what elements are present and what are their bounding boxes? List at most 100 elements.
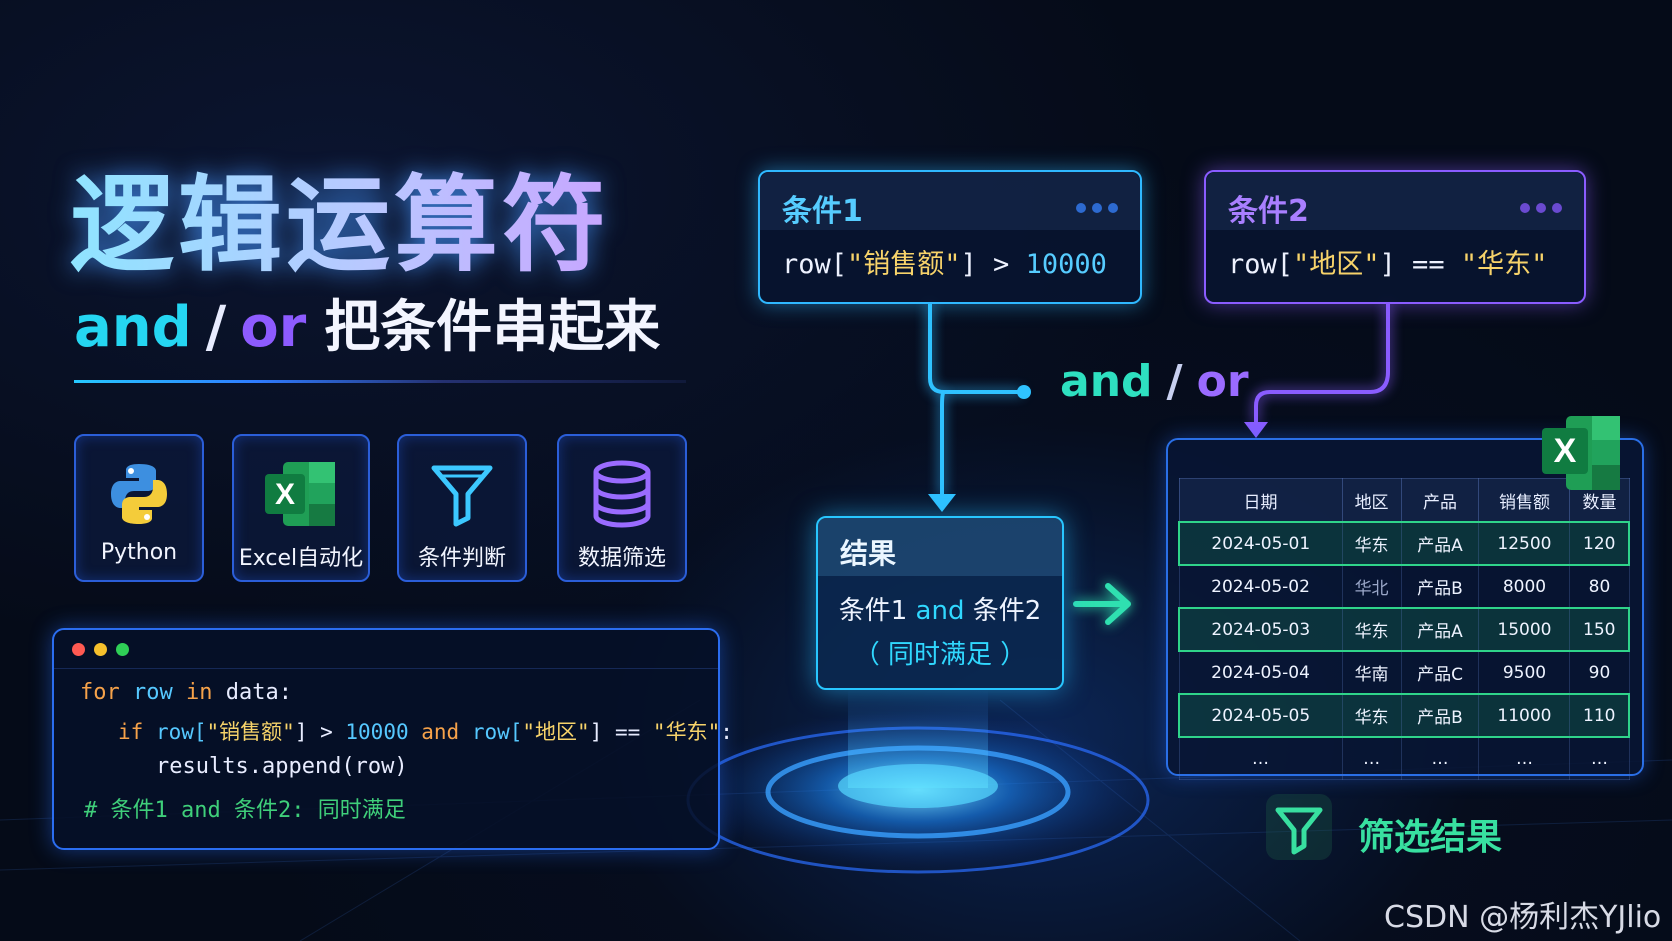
- result-line-2: （ 同时满足 ）: [853, 640, 1027, 670]
- table-cell: 12500: [1478, 521, 1571, 566]
- table-cell: 8000: [1478, 564, 1571, 609]
- title-divider: [74, 380, 686, 383]
- table-cell: 产品B: [1400, 693, 1480, 738]
- table-header-row: 日期 地区 产品 销售额 数量: [1178, 478, 1630, 523]
- svg-text:X: X: [1554, 432, 1577, 470]
- right-arrow-icon: [1073, 583, 1131, 625]
- table-cell: 华东: [1341, 607, 1402, 652]
- subtitle-text: 把条件串起来: [324, 295, 661, 360]
- table-cell: 产品B: [1400, 564, 1480, 609]
- subtitle-slash: /: [205, 295, 227, 360]
- table-cell: 2024-05-03: [1177, 607, 1343, 652]
- minimize-dot-icon: [94, 643, 107, 656]
- table-cell: 华东: [1341, 521, 1402, 566]
- table-cell: 2024-05-02: [1178, 564, 1343, 609]
- python-icon: [111, 464, 167, 524]
- wire-condition1: [928, 302, 1022, 394]
- table-cell: 120: [1569, 521, 1631, 566]
- operator-label: and/or: [1060, 356, 1249, 407]
- database-icon: [593, 460, 651, 528]
- window-dots-icon: [1070, 198, 1118, 217]
- tile-filter: 数据筛选: [557, 434, 687, 582]
- condition2-expression: row["地区"] == "华东": [1228, 249, 1548, 280]
- table-cell: 产品A: [1400, 607, 1480, 652]
- result-line-1: 条件1 and 条件2: [838, 596, 1042, 626]
- condition2-box: 条件2 row["地区"] == "华东": [1204, 170, 1586, 304]
- table-cell: …: [1178, 736, 1343, 780]
- tile-condition: 条件判断: [397, 434, 527, 582]
- down-arrow-icon: [928, 494, 956, 512]
- table-cell: 2024-05-05: [1177, 693, 1343, 738]
- column-header: 销售额: [1478, 478, 1571, 523]
- condition2-title: 条件2: [1228, 194, 1309, 229]
- wire-to-result: [940, 390, 946, 496]
- down-arrow-icon-2: [1244, 422, 1268, 438]
- code-line-3: results.append(row): [156, 754, 408, 779]
- wire-junction-dot: [1017, 385, 1031, 399]
- table-cell: 产品A: [1400, 521, 1480, 566]
- table-cell: 80: [1569, 564, 1630, 609]
- column-header: 地区: [1341, 478, 1402, 523]
- filter-result-label: 筛选结果: [1358, 817, 1503, 858]
- table-cell: …: [1400, 736, 1480, 780]
- table-cell: 110: [1569, 693, 1631, 738]
- subtitle-and: and: [74, 295, 192, 360]
- table-cell: 华东: [1341, 693, 1402, 738]
- table-cell: 90: [1569, 650, 1630, 695]
- tile-filter-label: 数据筛选: [577, 546, 666, 571]
- result-title: 结果: [840, 537, 897, 570]
- watermark-text: CSDN @杨利杰YJlio: [1384, 900, 1662, 935]
- table-cell: …: [1569, 736, 1630, 780]
- table-cell: 11000: [1478, 693, 1571, 738]
- excel-badge-icon: X: [1542, 416, 1620, 490]
- excel-icon: X: [265, 462, 335, 526]
- condition1-expression: row["销售额"] > 10000: [782, 249, 1107, 280]
- table-cell: 产品C: [1400, 650, 1480, 695]
- filter-result-icon: [1266, 794, 1332, 860]
- table-cell: 15000: [1478, 607, 1571, 652]
- tile-condition-label: 条件判断: [417, 546, 506, 571]
- code-editor-window: for row in data: if row["销售额"] > 10000 a…: [52, 628, 733, 850]
- tile-python: Python: [74, 434, 204, 582]
- page-subtitle: and/or 把条件串起来: [74, 282, 660, 363]
- window-dots-icon-2: [1514, 198, 1562, 217]
- condition1-box: 条件1 row["销售额"] > 10000: [758, 170, 1142, 304]
- svg-text:X: X: [275, 478, 295, 511]
- code-line-1: for row in data:: [80, 680, 292, 705]
- table-cell: …: [1341, 736, 1402, 780]
- subtitle-or: or: [240, 295, 307, 360]
- result-box: 结果 条件1 and 条件2 （ 同时满足 ）: [816, 516, 1064, 690]
- table-cell: 华南: [1341, 650, 1402, 695]
- maximize-dot-icon: [116, 643, 129, 656]
- tile-python-label: Python: [100, 540, 178, 565]
- tile-excel-label: Excel自动化: [238, 546, 364, 571]
- page-title: 逻辑运算符: [70, 140, 610, 291]
- table-cell: 华北: [1341, 564, 1402, 609]
- filter-funnel-icon: [431, 465, 493, 527]
- table-cell: 9500: [1478, 650, 1571, 695]
- tile-excel: X Excel自动化: [232, 434, 370, 582]
- code-line-4: # 条件1 and 条件2: 同时满足: [84, 798, 406, 823]
- code-window-titlebar: [54, 630, 718, 669]
- close-dot-icon: [72, 643, 85, 656]
- code-line-2: if row["销售额"] > 10000 and row["地区"] == "…: [118, 720, 733, 744]
- column-header: 产品: [1400, 478, 1480, 523]
- table-cell: …: [1478, 736, 1571, 780]
- table-cell: 150: [1569, 607, 1631, 652]
- column-header: 日期: [1178, 478, 1343, 523]
- table-row: ……………: [1178, 736, 1630, 780]
- wire-condition2: [1254, 302, 1390, 424]
- portal-beam: [848, 688, 988, 788]
- table-cell: 2024-05-04: [1178, 650, 1343, 695]
- condition1-title: 条件1: [782, 194, 863, 229]
